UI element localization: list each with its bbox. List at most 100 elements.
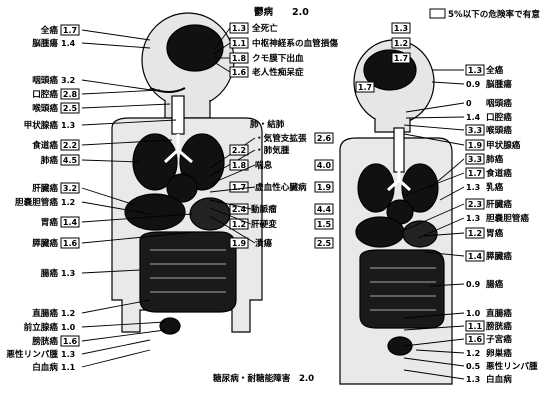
female-leader-4 bbox=[404, 125, 464, 130]
male-value-17: 1.1 bbox=[61, 363, 76, 372]
male-value-11: 1.6 bbox=[63, 239, 78, 248]
female-value-9: 2.3 bbox=[468, 200, 482, 209]
male-label-10: 胃癌 bbox=[41, 216, 59, 228]
female-label-17: 卵巣癌 bbox=[486, 347, 512, 359]
female-label-18: 悪性リンパ腫 bbox=[486, 360, 538, 372]
female-label-6: 肺癌 bbox=[486, 153, 504, 165]
male-label-9: 胆嚢胆管癌 bbox=[15, 196, 58, 208]
male-label-8: 肝臓癌 bbox=[32, 182, 58, 194]
center-vmale-4: 1.7 bbox=[232, 183, 246, 192]
labels-layer: 全癌1.7脳腫瘍1.4咽頭癌3.2口腔癌2.8喉頭癌2.5甲状腺癌1.3食道癌2… bbox=[6, 6, 538, 385]
female-label-13: 腸癌 bbox=[486, 278, 504, 290]
male-label-2: 咽頭癌 bbox=[32, 74, 58, 86]
female-liver bbox=[356, 217, 404, 247]
male-leader-17 bbox=[82, 350, 150, 367]
center-vmale-2: 2.2 bbox=[232, 146, 246, 155]
female-value-7: 1.7 bbox=[468, 169, 482, 178]
female-label-16: 子宮癌 bbox=[486, 333, 512, 345]
center-label-0: 肺・結肺 bbox=[250, 118, 285, 130]
female-label-14: 直腸癌 bbox=[486, 307, 512, 319]
legend-swatch bbox=[430, 9, 445, 18]
top-value-0: 1.3 bbox=[232, 24, 246, 33]
female-label-0: 全癌 bbox=[485, 64, 504, 76]
center-vfemale-7: 2.5 bbox=[317, 239, 332, 248]
legend: 5%以下の危険率で有意 bbox=[430, 8, 540, 20]
male-value-13: 1.2 bbox=[61, 309, 75, 318]
female-leader-1 bbox=[432, 82, 464, 84]
male-label-7: 肺癌 bbox=[41, 154, 59, 166]
female-value-3: 1.4 bbox=[466, 113, 481, 122]
female-value-4: 3.3 bbox=[468, 126, 482, 135]
female-label-11: 胃癌 bbox=[486, 227, 504, 239]
male-label-13: 直腸癌 bbox=[32, 307, 58, 319]
top-label-0: 全死亡 bbox=[251, 22, 278, 34]
female-label-8: 乳癌 bbox=[486, 181, 504, 193]
male-label-14: 前立腺癌 bbox=[24, 321, 59, 333]
female-label-5: 甲状腺癌 bbox=[486, 139, 521, 151]
male-leader-4 bbox=[82, 104, 170, 108]
center-bottom-label: 糖尿病・耐糖能障害 2.0 bbox=[213, 372, 314, 384]
female-intestines bbox=[360, 250, 444, 328]
female-value-2: 0 bbox=[466, 99, 472, 108]
male-value-1: 1.4 bbox=[61, 39, 76, 48]
male-brain bbox=[167, 25, 223, 71]
male-label-12: 腸癌 bbox=[41, 267, 59, 279]
female-value-11: 1.2 bbox=[468, 229, 482, 238]
top-value2-1: 1.2 bbox=[394, 39, 408, 48]
female-value-13: 0.9 bbox=[466, 280, 481, 289]
male-label-4: 喉頭癌 bbox=[32, 102, 58, 114]
male-intestines bbox=[140, 232, 236, 312]
center-label-1: ・気管支拡張 bbox=[255, 132, 307, 144]
female-value-6: 3.3 bbox=[468, 155, 482, 164]
center-vfemale-1: 2.6 bbox=[317, 134, 332, 143]
top-value2-0: 1.3 bbox=[394, 24, 408, 33]
male-value-12: 1.3 bbox=[61, 269, 75, 278]
top-label-2: クモ膜下出血 bbox=[252, 52, 304, 64]
male-value-0: 1.7 bbox=[63, 26, 77, 35]
top-value-2: 1.8 bbox=[232, 54, 247, 63]
legend-text: 5%以下の危険率で有意 bbox=[448, 8, 540, 20]
female-label-1: 脳腫瘍 bbox=[486, 78, 512, 90]
female-value-18: 0.5 bbox=[466, 362, 481, 371]
female-value-0: 1.3 bbox=[468, 66, 482, 75]
male-value-5: 1.3 bbox=[61, 121, 75, 130]
female-stomach bbox=[403, 221, 437, 247]
male-label-6: 食道癌 bbox=[31, 139, 58, 151]
female-uterus bbox=[388, 337, 412, 355]
top-label-1: 中枢神経系の血管損傷 bbox=[252, 37, 338, 49]
center-vfemale-5: 4.4 bbox=[317, 205, 332, 214]
male-value-7: 4.5 bbox=[63, 156, 78, 165]
female-head-value: 1.7 bbox=[358, 83, 372, 92]
male-value-4: 2.5 bbox=[63, 104, 78, 113]
center-label-2: ・肺気腫 bbox=[255, 144, 290, 156]
male-value-10: 1.4 bbox=[63, 218, 78, 227]
male-label-17: 白血病 bbox=[32, 361, 58, 373]
male-label-5: 甲状腺癌 bbox=[24, 119, 59, 131]
male-label-16: 悪性リンパ腫 bbox=[6, 348, 58, 360]
top-heading-value: 2.0 bbox=[292, 7, 309, 18]
female-value-1: 0.9 bbox=[466, 80, 481, 89]
male-value-6: 2.2 bbox=[63, 141, 77, 150]
top-value2-2: 1.7 bbox=[394, 54, 408, 63]
female-value-14: 1.0 bbox=[466, 309, 481, 318]
male-liver bbox=[125, 194, 185, 230]
female-value-15: 1.1 bbox=[468, 322, 483, 331]
female-label-9: 肝臓癌 bbox=[486, 198, 512, 210]
male-leader-1 bbox=[82, 43, 150, 48]
female-label-4: 喉頭癌 bbox=[486, 124, 512, 136]
male-label-11: 膵臓癌 bbox=[32, 237, 58, 249]
male-leader-0 bbox=[82, 30, 150, 40]
female-label-10: 胆嚢胆管癌 bbox=[486, 212, 529, 224]
female-value-12: 1.4 bbox=[468, 252, 483, 261]
male-leader-16 bbox=[82, 340, 150, 354]
top-heading: 鬱病 bbox=[254, 6, 274, 18]
female-value-16: 1.6 bbox=[468, 335, 483, 344]
male-label-0: 全癌 bbox=[40, 24, 59, 36]
male-value-9: 1.2 bbox=[61, 198, 75, 207]
female-value-10: 1.3 bbox=[466, 214, 480, 223]
top-value-3: 1.6 bbox=[232, 68, 247, 77]
male-label-15: 膀胱癌 bbox=[31, 335, 58, 347]
female-value-17: 1.2 bbox=[466, 349, 480, 358]
male-label-3: 口腔癌 bbox=[32, 88, 58, 100]
